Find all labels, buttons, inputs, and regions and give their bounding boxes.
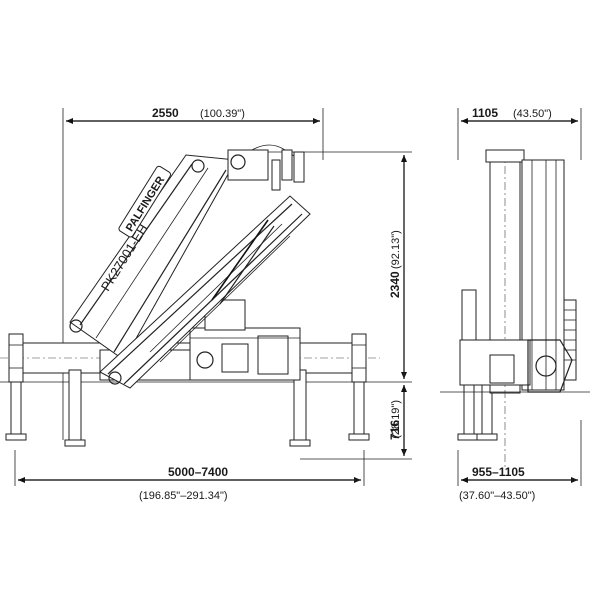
base-height-in-label: (28.19") (390, 400, 402, 439)
height-mm-label: 2340 (388, 271, 402, 298)
left-inner-outrigger (64, 369, 86, 447)
side-width-mm-label: 1105 (472, 106, 498, 120)
main-boom (69, 154, 237, 361)
crane-side-view (440, 149, 590, 470)
crane-front-view: PK27001-EH PALFINGER (0, 144, 380, 447)
span-in-label: (196.85"–291.34") (139, 490, 228, 502)
lift-cylinder (211, 219, 275, 305)
side-base-mm-label: 955–1105 (472, 465, 525, 479)
span-mm-label: 5000–7400 (168, 465, 228, 479)
left-outrigger (5, 333, 27, 441)
side-boom-pack (521, 159, 577, 391)
right-outrigger (348, 333, 370, 441)
side-base-housing (459, 339, 573, 393)
side-width-in-label: (43.50") (513, 108, 552, 120)
right-inner-outrigger (289, 369, 311, 447)
width-mm-label: 2550 (152, 106, 179, 120)
height-in-label: (92.13") (390, 230, 402, 269)
base-height-mm-label: 716 (388, 420, 402, 440)
side-base-in-label: (37.60"–43.50") (459, 490, 535, 502)
dimension-labels: 2550 (100.39") 1105 (43.50") 2340 (92.13… (139, 106, 552, 502)
width-in-label: (100.39") (200, 108, 245, 120)
boom-head (227, 144, 305, 191)
